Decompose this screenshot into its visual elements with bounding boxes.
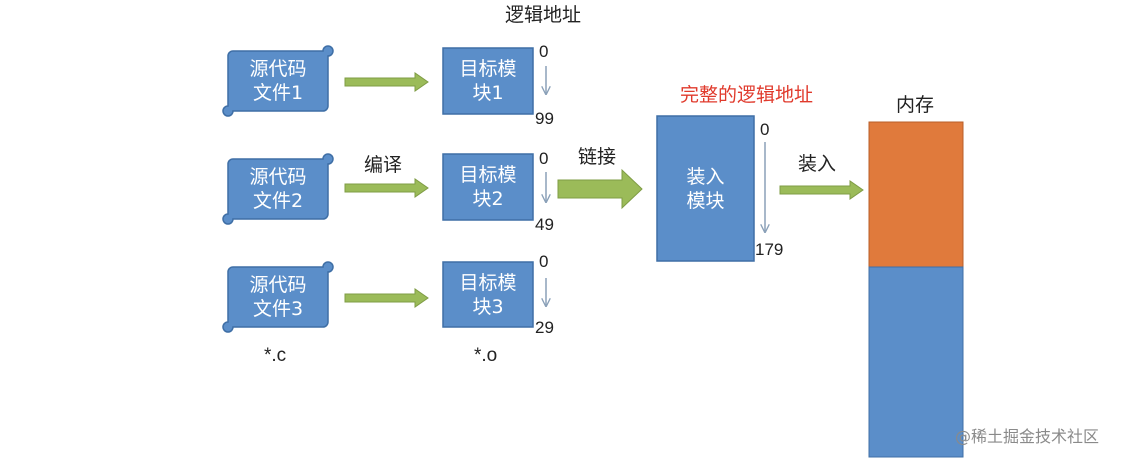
source-file-2-line2: 文件2 [252, 190, 304, 212]
load-module-line1: 装入 [686, 165, 725, 188]
module-ext-label: *.o [474, 345, 498, 366]
memory-label: 内存 [896, 94, 935, 116]
source-file-1-line1: 源代码 [249, 58, 307, 80]
memory-free-region [868, 266, 964, 458]
load-module-box [656, 115, 755, 262]
source-ext-label: *.c [264, 345, 287, 366]
source-file-1-shape [222, 45, 334, 117]
module-1-start-address: 0 [539, 42, 549, 61]
load-label: 装入 [798, 153, 837, 175]
link-arrow [557, 168, 643, 210]
complete-logical-address-heading: 完整的逻辑地址 [680, 84, 814, 106]
module-1-end-address: 99 [535, 109, 554, 128]
load-module-start-address: 0 [760, 120, 770, 139]
source-file-2-line1: 源代码 [249, 166, 307, 188]
object-module-2-box [442, 153, 534, 221]
object-module-1-line1: 目标模 [459, 58, 517, 80]
compile-arrow-2 [344, 178, 429, 198]
object-module-2-label: 目标模 块2 [443, 154, 533, 220]
source-file-3-line1: 源代码 [249, 274, 307, 296]
source-file-3-label: 源代码 文件3 [233, 267, 323, 327]
object-module-3-line1: 目标模 [459, 271, 517, 294]
object-module-1-box [442, 47, 534, 115]
module-2-start-address: 0 [539, 149, 549, 168]
object-module-2-line2: 块2 [472, 188, 504, 210]
link-label: 链接 [578, 146, 617, 168]
logical-address-heading: 逻辑地址 [505, 4, 582, 26]
object-module-1-label: 目标模 块1 [443, 48, 533, 114]
object-module-3-line2: 块3 [472, 295, 504, 318]
object-module-3-box [442, 261, 534, 328]
object-module-2-line1: 目标模 [459, 164, 517, 186]
memory-used-region [868, 121, 964, 268]
source-file-2-label: 源代码 文件2 [233, 159, 323, 219]
module-3-end-address: 29 [535, 318, 554, 337]
module-2-end-address: 49 [535, 215, 554, 234]
load-module-end-address: 179 [755, 240, 784, 259]
compile-arrow-3 [344, 288, 429, 308]
object-module-1-line2: 块1 [472, 82, 504, 104]
load-module-line2: 模块 [686, 189, 725, 212]
source-file-3-shape [222, 261, 334, 333]
object-module-3-label: 目标模 块3 [443, 262, 533, 327]
source-file-1-line2: 文件1 [252, 82, 304, 104]
load-module-label: 装入 模块 [657, 116, 754, 261]
module-3-start-address: 0 [539, 252, 549, 271]
compile-arrow-1 [344, 72, 429, 92]
compile-label: 编译 [364, 154, 403, 176]
source-file-2-shape [222, 153, 334, 225]
watermark-text: @稀土掘金技术社区 [955, 427, 1100, 446]
source-file-3-line2: 文件3 [252, 298, 304, 320]
source-file-1-label: 源代码 文件1 [233, 51, 323, 111]
load-arrow [779, 180, 864, 200]
